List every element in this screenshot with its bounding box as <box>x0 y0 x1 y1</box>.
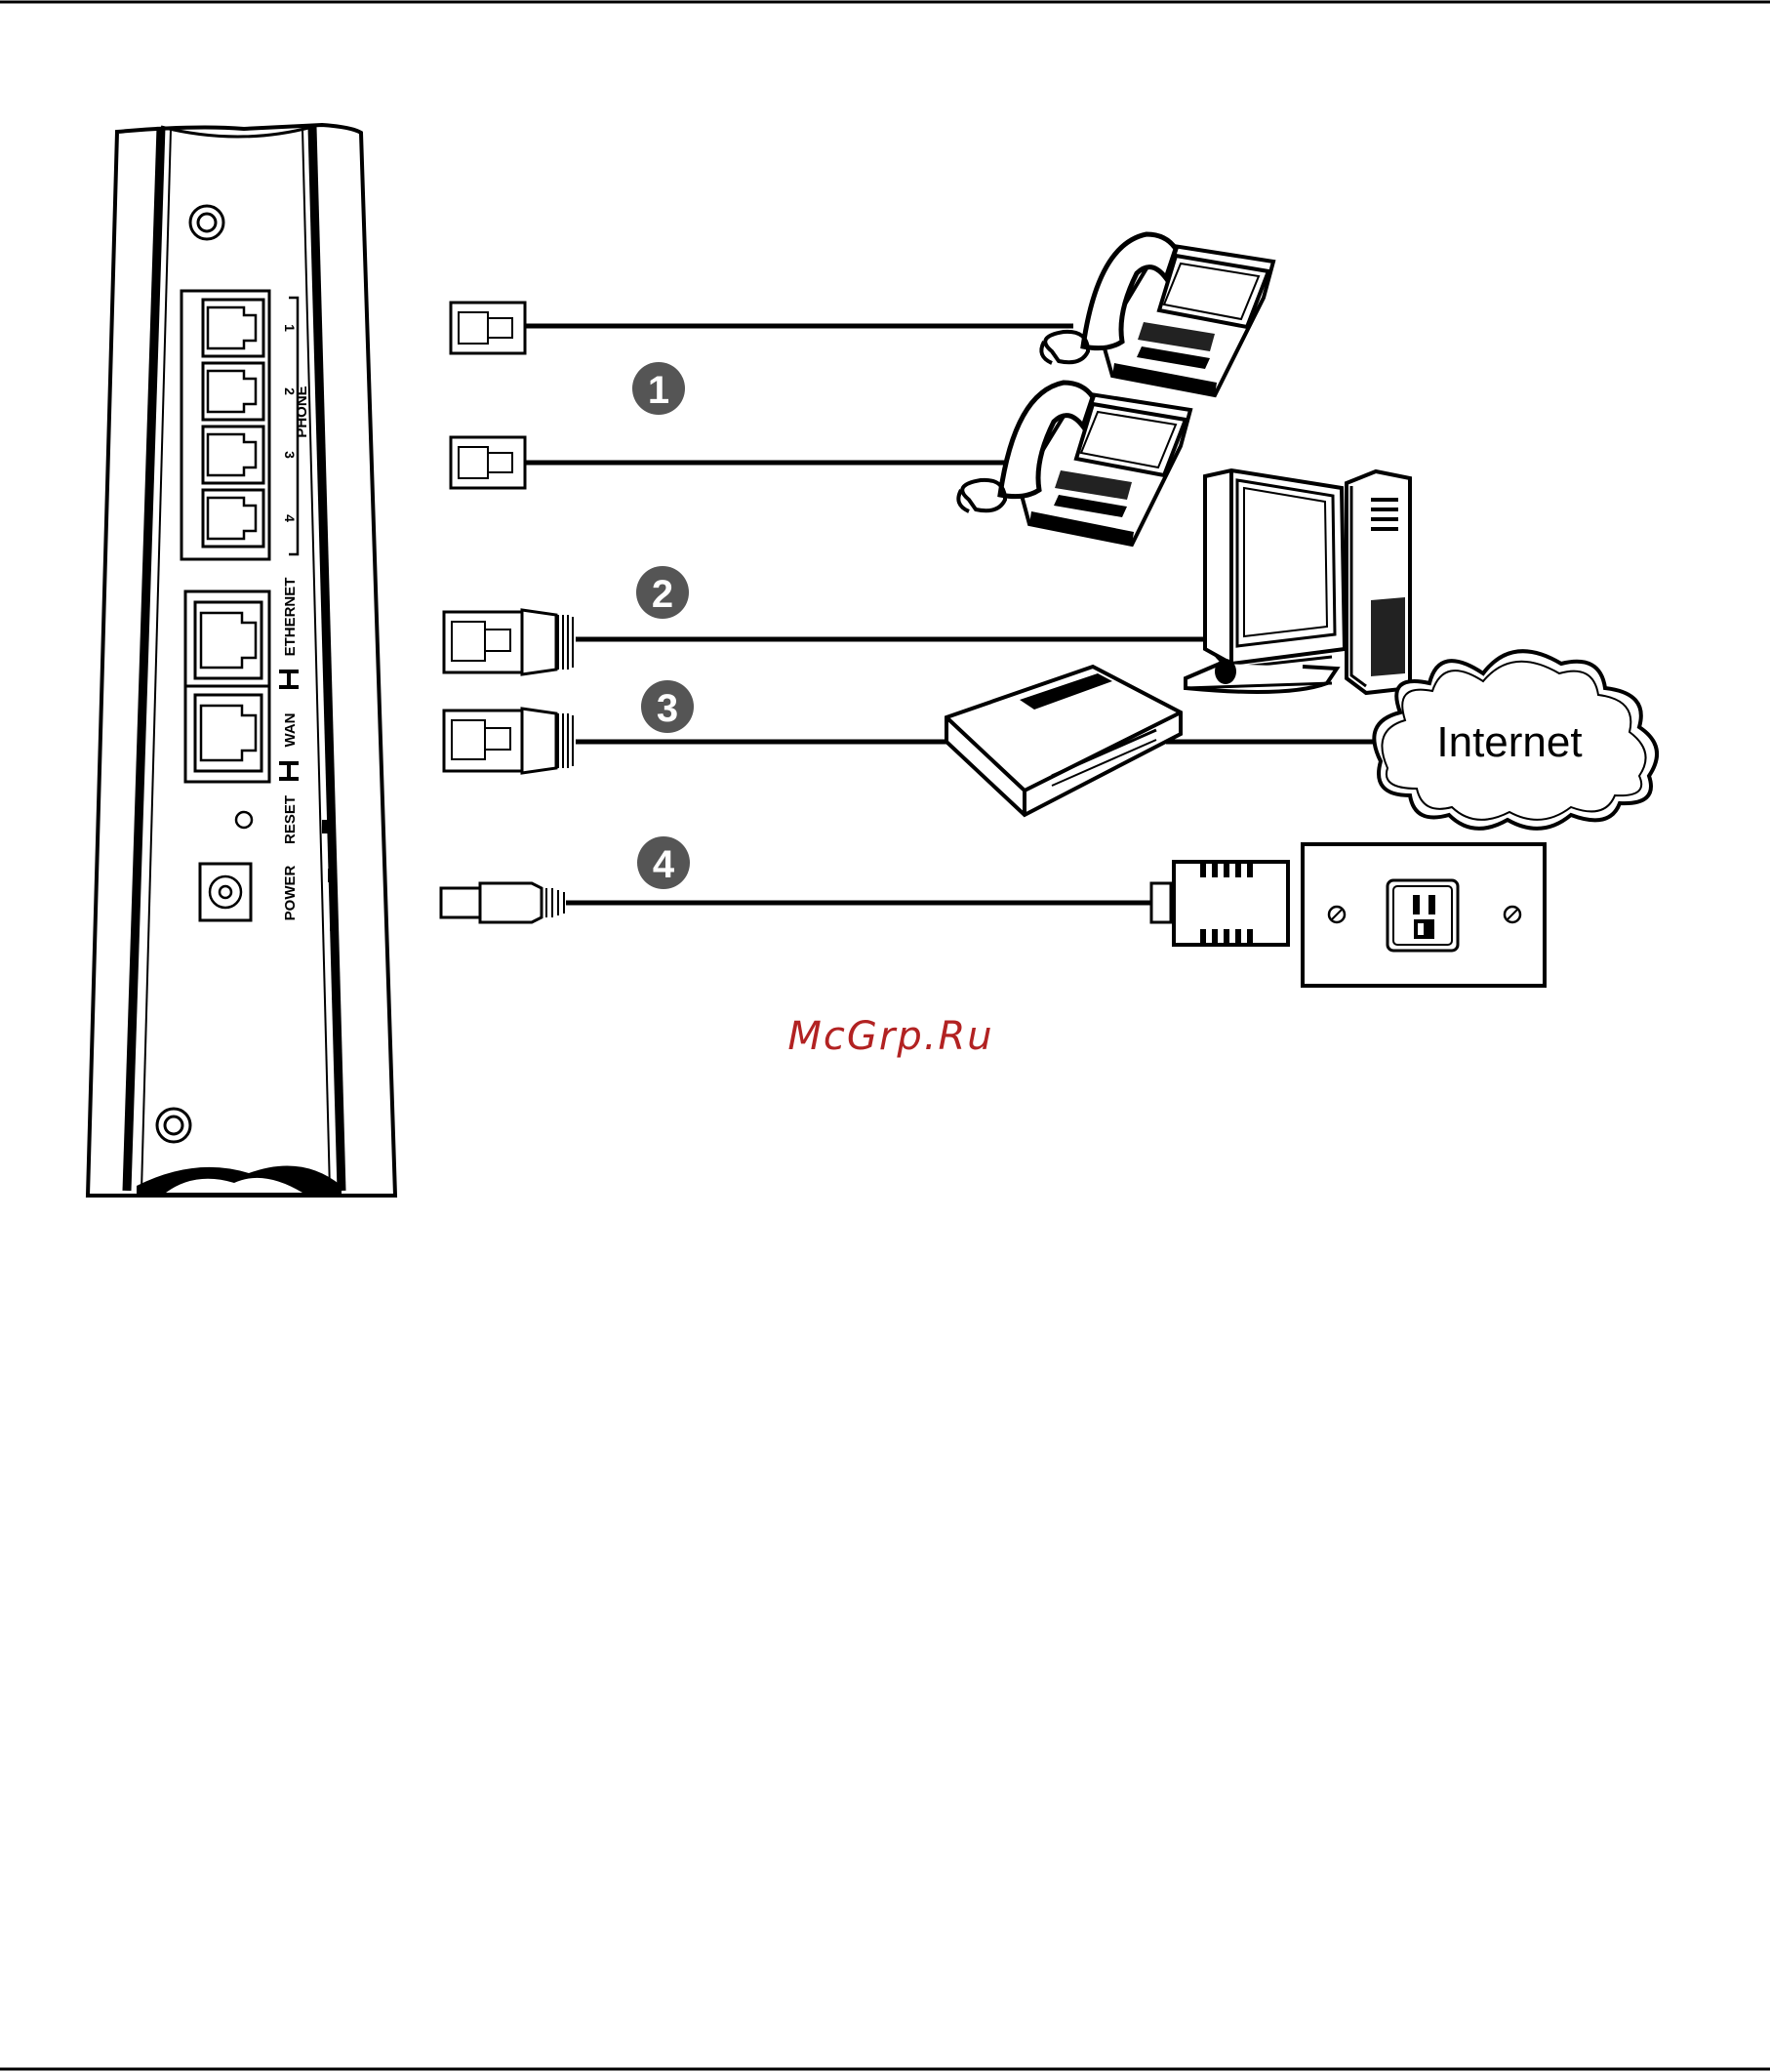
computer-icon <box>1186 470 1410 693</box>
ethernet-label: ETHERNET <box>282 578 299 657</box>
step-badge-1: 1 <box>632 362 685 415</box>
wan-port[interactable] <box>195 695 261 771</box>
svg-text:2: 2 <box>652 573 673 616</box>
watermark-text: McGrp.Ru <box>787 1014 993 1059</box>
wan-label: WAN <box>282 713 299 748</box>
rj45-plug-icon <box>444 610 573 674</box>
phone-port-1[interactable] <box>203 300 263 356</box>
power-label: POWER <box>282 866 299 921</box>
phone-label: PHONE <box>294 386 310 437</box>
rj45-plug-icon <box>444 709 573 773</box>
step-badge-3: 3 <box>641 680 694 733</box>
reset-label: RESET <box>282 795 299 844</box>
svg-text:1: 1 <box>648 369 669 412</box>
modem-icon <box>946 667 1181 815</box>
phone-port-number: 4 <box>282 514 298 522</box>
phone-port-4[interactable] <box>203 490 263 547</box>
phone-port-number: 1 <box>282 324 298 332</box>
reset-button[interactable] <box>236 812 252 828</box>
dc-plug-icon <box>441 883 564 922</box>
telephone-icon <box>1041 234 1273 395</box>
svg-text:3: 3 <box>657 687 678 730</box>
ethernet-port[interactable] <box>195 602 261 678</box>
svg-text:4: 4 <box>653 843 675 886</box>
rj11-plug-icon <box>451 437 525 488</box>
phone-port-3[interactable] <box>203 427 263 483</box>
internet-label: Internet <box>1436 718 1582 766</box>
phone-port-number: 3 <box>282 451 298 459</box>
phone-port-2[interactable] <box>203 363 263 420</box>
rj11-plug-icon <box>451 303 525 353</box>
wall-outlet-icon <box>1303 844 1545 986</box>
router-back-panel: 1 2 3 4 PHONE ETHERNET WAN RESET POWER <box>88 125 395 1196</box>
step-badge-2: 2 <box>636 566 689 619</box>
step-badge-4: 4 <box>637 836 690 889</box>
power-jack[interactable] <box>200 864 251 920</box>
power-adapter-icon <box>1151 862 1288 945</box>
